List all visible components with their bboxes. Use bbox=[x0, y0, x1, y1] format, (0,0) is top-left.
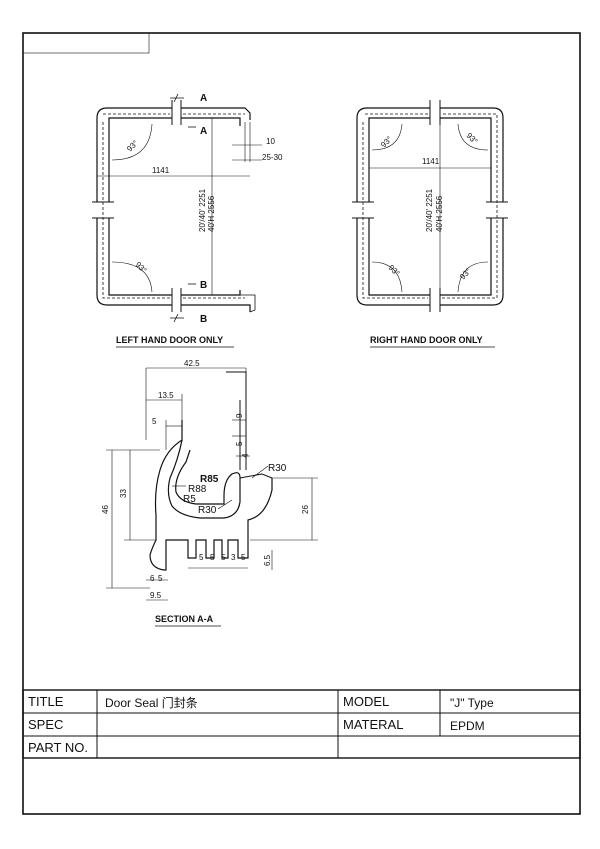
dim-46: 46 bbox=[101, 505, 110, 514]
left-width-dim: 1141 bbox=[152, 166, 170, 175]
dim-5-top: 5 bbox=[152, 417, 157, 426]
sheet-border bbox=[22, 32, 581, 815]
bottom-dim-4: 3 bbox=[231, 553, 236, 562]
dim-5-bottom: 5 bbox=[158, 574, 163, 583]
spec-label: SPEC bbox=[28, 717, 63, 732]
title-label: TITLE bbox=[28, 694, 64, 709]
corner-label-box bbox=[22, 32, 150, 54]
material-label: MATERAL bbox=[343, 717, 403, 732]
section-mark-a-lower: A bbox=[200, 126, 207, 137]
right-door-view: 1141 20'/40' 2251 40'H 2556 93° 93° 93° … bbox=[352, 100, 508, 348]
bottom-dim-2: 5 bbox=[210, 553, 215, 562]
dim-33: 33 bbox=[119, 489, 128, 498]
dim-6-5: 6.5 bbox=[263, 554, 272, 566]
left-door-view: A A B B 1141 20'/40' 2251 40'H 2556 93° … bbox=[92, 93, 283, 348]
dim-9: 9 bbox=[235, 413, 244, 418]
left-dim-10: 10 bbox=[266, 137, 275, 146]
model-label: MODEL bbox=[343, 694, 389, 709]
radius-r5: R5 bbox=[183, 494, 196, 505]
title-value: Door Seal 门封条 bbox=[105, 695, 198, 710]
left-view-caption: LEFT HAND DOOR ONLY bbox=[116, 335, 223, 345]
right-height-dim-2: 40'H 2556 bbox=[435, 195, 444, 232]
material-value: EPDM bbox=[450, 719, 485, 733]
section-mark-b-upper: B bbox=[200, 280, 207, 291]
radius-r30-left: R30 bbox=[198, 505, 217, 516]
bottom-dim-5: 5 bbox=[241, 553, 246, 562]
left-angle-bottom: 93° bbox=[134, 260, 149, 275]
dim-9-5: 9.5 bbox=[150, 591, 162, 600]
left-height-dim-1: 20'/40' 2251 bbox=[198, 188, 207, 232]
right-height-dim-1: 20'/40' 2251 bbox=[425, 188, 434, 232]
radius-r30-right: R30 bbox=[268, 463, 287, 474]
section-caption: SECTION A-A bbox=[155, 614, 214, 624]
bottom-dim-1: 5 bbox=[199, 553, 204, 562]
model-value: "J" Type bbox=[450, 696, 494, 710]
radius-r88: R88 bbox=[188, 484, 207, 495]
bottom-dim-3: 5 bbox=[221, 553, 226, 562]
dim-13-5: 13.5 bbox=[158, 391, 174, 400]
section-a-a: 42.5 13.5 5 9 5 4 R85 R88 R5 R30 R30 46 … bbox=[101, 359, 318, 627]
dim-26: 26 bbox=[301, 505, 310, 514]
dim-6-bottom: 6 bbox=[150, 574, 155, 583]
radius-r85: R85 bbox=[200, 474, 219, 485]
left-dim-25-30: 25-30 bbox=[262, 153, 283, 162]
dim-5-right: 5 bbox=[235, 441, 244, 446]
title-block: TITLE Door Seal 门封条 MODEL "J" Type SPEC … bbox=[22, 689, 581, 759]
right-angle-tl: 93° bbox=[379, 134, 394, 149]
part-no-label: PART NO. bbox=[28, 740, 88, 755]
dim-42-5: 42.5 bbox=[184, 359, 200, 368]
right-width-dim: 1141 bbox=[422, 157, 440, 166]
section-mark-a-top: A bbox=[200, 93, 207, 104]
section-mark-b-lower: B bbox=[200, 314, 207, 325]
right-angle-bl: 93° bbox=[387, 263, 402, 278]
dim-4: 4 bbox=[241, 453, 250, 458]
left-angle-top: 93° bbox=[125, 138, 140, 153]
right-view-caption: RIGHT HAND DOOR ONLY bbox=[370, 335, 483, 345]
left-height-dim-2: 40'H 2556 bbox=[207, 195, 216, 232]
